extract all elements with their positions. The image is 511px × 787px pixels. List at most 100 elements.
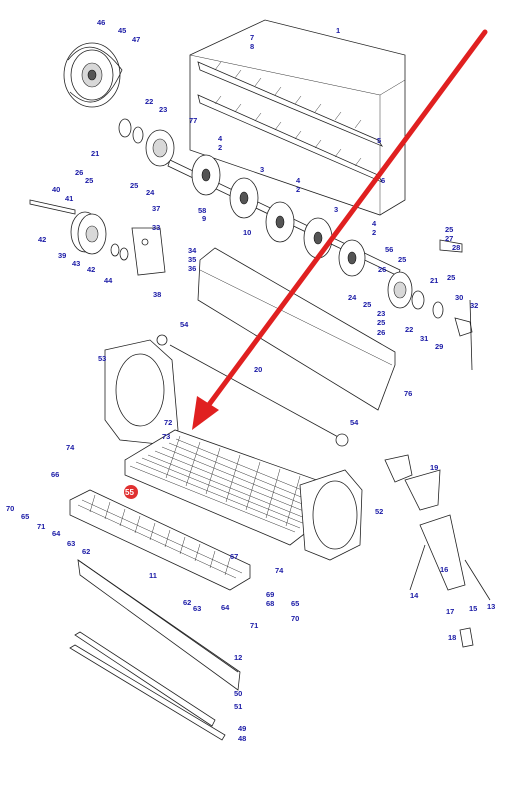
callout-65a: 65 — [21, 512, 29, 521]
callout-25g: 25 — [377, 318, 385, 327]
callout-44: 44 — [104, 276, 113, 285]
callout-43: 43 — [72, 259, 80, 268]
callout-6: 6 — [381, 176, 385, 185]
callout-68: 68 — [266, 599, 274, 608]
callout-62a: 62 — [82, 547, 90, 556]
callout-27: 27 — [445, 234, 453, 243]
callout-17: 17 — [446, 607, 454, 616]
rod-20 — [156, 334, 349, 447]
callout-62b: 62 — [183, 598, 191, 607]
callout-23b: 23 — [377, 309, 385, 318]
callout-54b: 54 — [350, 418, 359, 427]
callout-40: 40 — [52, 185, 60, 194]
drive-pulley-top — [63, 42, 123, 108]
callout-labels: 46 45 47 1 7 8 22 23 77 4 2 5 21 26 25 2… — [6, 18, 495, 743]
callout-77: 77 — [189, 116, 197, 125]
callout-16: 16 — [440, 565, 448, 574]
callout-9: 9 — [202, 214, 206, 223]
callout-70a: 70 — [6, 504, 14, 513]
rasp-bars — [197, 61, 384, 183]
callout-20: 20 — [254, 365, 262, 374]
callout-24b: 24 — [348, 293, 357, 302]
callout-3a: 3 — [260, 165, 264, 174]
callout-47: 47 — [132, 35, 140, 44]
cover-panel — [197, 247, 396, 411]
arrow-head — [192, 396, 219, 430]
callout-14: 14 — [410, 591, 419, 600]
callout-56: 56 — [385, 245, 393, 254]
callout-31: 31 — [420, 334, 428, 343]
callout-34: 34 — [188, 246, 197, 255]
callout-64b: 64 — [221, 603, 230, 612]
callout-67: 67 — [230, 552, 238, 561]
callout-73: 73 — [162, 432, 170, 441]
callout-2b: 2 — [296, 185, 300, 194]
callout-21a: 21 — [91, 149, 99, 158]
callout-10: 10 — [243, 228, 251, 237]
callout-72: 72 — [164, 418, 172, 427]
callout-49: 49 — [238, 724, 246, 733]
callout-11: 11 — [149, 571, 157, 580]
callout-18: 18 — [448, 633, 456, 642]
callout-69: 69 — [266, 590, 274, 599]
callout-36: 36 — [188, 264, 196, 273]
callout-21b: 21 — [430, 276, 438, 285]
callout-8: 8 — [250, 42, 254, 51]
callout-25a: 25 — [85, 176, 93, 185]
highlight-label: 55 — [125, 488, 134, 497]
callout-26c: 26 — [377, 328, 385, 337]
highlight-marker-55[interactable]: 55 — [124, 485, 138, 499]
highlight-dot[interactable] — [124, 485, 138, 499]
callout-58: 58 — [198, 206, 206, 215]
callout-19: 19 — [430, 463, 438, 472]
seal-strips — [69, 631, 226, 741]
arrow-shaft — [202, 29, 488, 413]
callout-46: 46 — [97, 18, 105, 27]
side-plate-left — [104, 339, 179, 446]
callout-1: 1 — [336, 26, 340, 35]
callout-12: 12 — [234, 653, 242, 662]
callout-22a: 22 — [145, 97, 153, 106]
callout-65b: 65 — [291, 599, 299, 608]
side-plate-right — [299, 469, 363, 561]
callout-25d: 25 — [398, 255, 406, 264]
callout-23a: 23 — [159, 105, 167, 114]
lower-grate — [69, 489, 251, 591]
callout-3b: 3 — [334, 205, 338, 214]
callout-38: 38 — [153, 290, 161, 299]
bracket-33 — [131, 227, 166, 276]
bearing-assembly-right — [387, 239, 473, 337]
callout-28: 28 — [452, 243, 460, 252]
callout-25f: 25 — [363, 300, 371, 309]
callout-71b: 71 — [250, 621, 258, 630]
callout-29: 29 — [435, 342, 443, 351]
callout-71a: 71 — [37, 522, 45, 531]
callout-2c: 2 — [372, 228, 376, 237]
lower-panel — [77, 559, 241, 691]
callout-30: 30 — [455, 293, 463, 302]
callout-25b: 25 — [130, 181, 138, 190]
drive-pulley-left — [29, 199, 129, 261]
callout-26a: 26 — [75, 168, 83, 177]
callout-50: 50 — [234, 689, 242, 698]
callout-63b: 63 — [193, 604, 201, 613]
callout-64a: 64 — [52, 529, 61, 538]
callout-70b: 70 — [291, 614, 299, 623]
pointer-arrow — [192, 29, 488, 430]
callout-45: 45 — [118, 26, 126, 35]
callout-53: 53 — [98, 354, 106, 363]
callout-42b: 42 — [87, 265, 95, 274]
callout-41: 41 — [65, 194, 73, 203]
callout-22b: 22 — [405, 325, 413, 334]
callout-25e: 25 — [447, 273, 455, 282]
callout-66: 66 — [51, 470, 59, 479]
callout-32: 32 — [470, 301, 478, 310]
callout-25c: 25 — [445, 225, 453, 234]
callout-74a: 74 — [66, 443, 75, 452]
callout-26b: 26 — [378, 265, 386, 274]
callout-52: 52 — [375, 507, 383, 516]
callout-48: 48 — [238, 734, 246, 743]
callout-54a: 54 — [180, 320, 189, 329]
